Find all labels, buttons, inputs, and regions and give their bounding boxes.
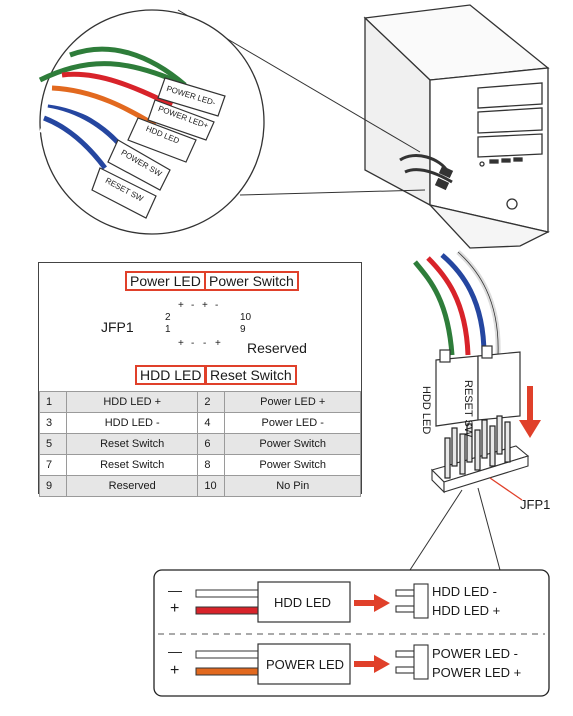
pin-function-cell: Reset Switch	[65, 454, 199, 476]
polarity-minus-1: -	[191, 300, 195, 311]
polarity-minus-4: -	[203, 338, 207, 349]
callout-reserved: Reserved	[247, 340, 307, 356]
pc-tower-icon	[363, 4, 550, 249]
polarity-minus-3: -	[191, 338, 195, 349]
row1-pin-minus-label: HDD LED -	[432, 584, 498, 599]
pin-number-cell: 5	[39, 433, 67, 455]
pin-number-cell: 10	[197, 475, 226, 497]
pin-number-cell: 1	[39, 391, 67, 413]
polarity-plus-4: +	[215, 338, 221, 349]
row1-plus-sign: +	[170, 600, 180, 617]
pin-function-cell: HDD LED +	[65, 391, 199, 413]
magnified-cables-icon	[38, 9, 265, 235]
pin-number-cell: 6	[197, 433, 226, 455]
row2-plus-sign: +	[170, 662, 180, 679]
callout-power-led: Power LED	[125, 271, 206, 291]
pin-function-cell: Power Switch	[224, 433, 361, 455]
row1-minus-sign: —	[168, 582, 182, 598]
row2-pin-minus-label: POWER LED -	[432, 646, 518, 661]
pin-function-cell: No Pin	[224, 475, 361, 497]
polarity-plus-2: +	[202, 300, 208, 311]
pin-marker-1: 1	[165, 324, 171, 335]
header-name: JFP1	[101, 319, 134, 335]
pin-number-cell: 8	[197, 454, 226, 476]
pin-number-cell: 9	[39, 475, 67, 497]
row2-connector-label: POWER LED	[266, 657, 345, 672]
power-led-plus-wire	[195, 667, 259, 676]
polarity-plus-3: +	[178, 338, 184, 349]
pin-function-cell: Reset Switch	[65, 433, 199, 455]
callout-hdd-led: HDD LED	[135, 365, 207, 385]
pin-function-cell: Power LED +	[224, 391, 361, 413]
pin-function-cell: Power LED -	[224, 412, 361, 434]
polarity-minus-2: -	[215, 300, 219, 311]
pin-marker-10: 10	[240, 312, 252, 323]
pin-number-cell: 2	[197, 391, 226, 413]
row1-pin-plus-label: HDD LED +	[432, 603, 501, 618]
plug-and-header-icon	[413, 250, 530, 501]
jfp1-pin-panel: Power LED Power Switch JFP1 2 1 10 9 + +…	[38, 262, 362, 497]
callout-power-switch: Power Switch	[204, 271, 299, 291]
pin-number-cell: 7	[39, 454, 67, 476]
row1-connector-label: HDD LED	[274, 595, 332, 610]
plug-label-reset-sw: RESET SW	[462, 380, 474, 438]
board-header-label: JFP1	[520, 497, 551, 512]
hdd-led-plus-wire	[195, 606, 259, 615]
callout-reset-switch: Reset Switch	[205, 365, 297, 385]
pin-number-cell: 3	[39, 412, 67, 434]
row2-pin-plus-label: POWER LED +	[432, 665, 522, 680]
pin-marker-9: 9	[240, 324, 246, 335]
pin-number-cell: 4	[197, 412, 226, 434]
plug-label-hdd-led: HDD LED	[420, 386, 432, 435]
row2-minus-sign: —	[168, 643, 182, 659]
pin-marker-2: 2	[165, 312, 171, 323]
wiring-detail-box	[153, 569, 550, 697]
pin-function-cell: Reserved	[65, 475, 199, 497]
polarity-plus-1: +	[178, 300, 184, 311]
pin-function-cell: Power Switch	[224, 454, 361, 476]
tower-cable-icon	[399, 154, 454, 191]
pin-function-cell: HDD LED -	[65, 412, 199, 434]
down-arrow-icon	[519, 386, 541, 438]
